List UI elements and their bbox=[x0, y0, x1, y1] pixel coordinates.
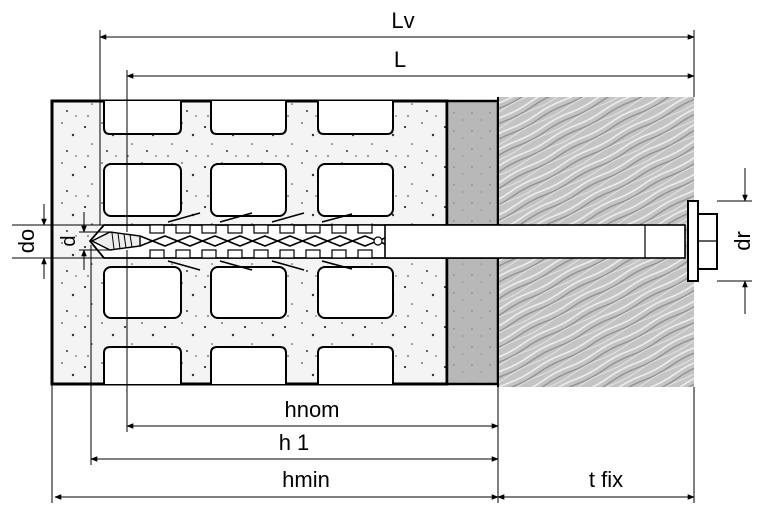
d-label: d bbox=[58, 235, 80, 246]
anchor-teeth-top bbox=[149, 224, 373, 234]
anchor-teeth-bottom bbox=[149, 249, 373, 259]
screw-tip bbox=[90, 231, 141, 251]
h1-label: h 1 bbox=[279, 430, 310, 455]
screw-shank bbox=[384, 224, 686, 259]
hnom-label: hnom bbox=[284, 397, 339, 422]
dr-label: dr bbox=[730, 231, 755, 251]
expansion-zigzag-top bbox=[139, 235, 386, 247]
do-label: do bbox=[14, 229, 39, 253]
l-label: L bbox=[394, 47, 406, 72]
lv-label: Lv bbox=[391, 8, 414, 33]
anchor-barbs bbox=[167, 212, 353, 271]
dimension-lines bbox=[12, 30, 752, 503]
brick-cavities bbox=[103, 101, 394, 384]
hmin-label: hmin bbox=[282, 467, 330, 492]
expansion-zigzag-bottom bbox=[139, 235, 386, 247]
screw-head bbox=[687, 200, 718, 282]
tfix-label: t fix bbox=[589, 467, 623, 492]
